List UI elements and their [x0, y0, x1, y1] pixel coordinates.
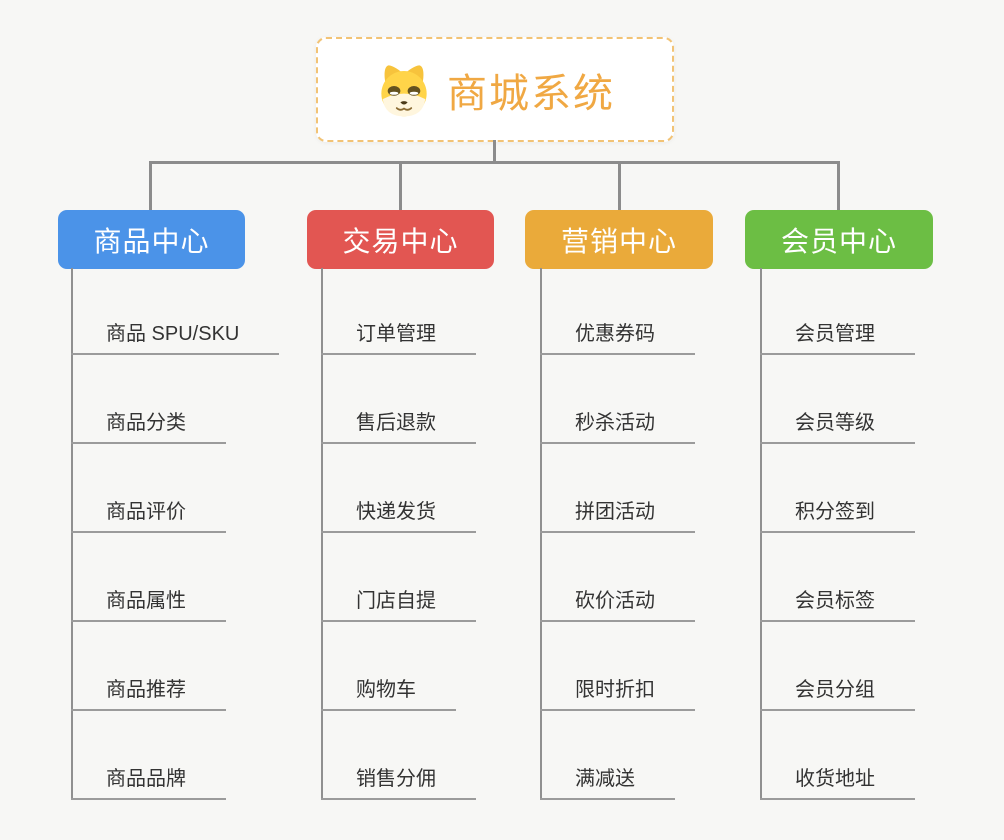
branch-node-trade-center[interactable]: 交易中心 — [307, 210, 494, 269]
leaf-node[interactable]: 拼团活动 — [540, 498, 695, 533]
connector-drop-3 — [618, 161, 621, 210]
leaf-node[interactable]: 售后退款 — [321, 409, 476, 444]
root-node[interactable]: 商城系统 — [316, 37, 674, 142]
connector-spine-3 — [540, 268, 542, 799]
leaf-node[interactable]: 商品推荐 — [71, 676, 226, 711]
leaf-node[interactable]: 门店自提 — [321, 587, 476, 622]
leaf-node[interactable]: 销售分佣 — [321, 765, 476, 800]
leaf-node[interactable]: 会员等级 — [760, 409, 915, 444]
connector-bus — [149, 161, 840, 164]
leaf-node[interactable]: 限时折扣 — [540, 676, 695, 711]
leaf-node[interactable]: 商品属性 — [71, 587, 226, 622]
leaf-node[interactable]: 砍价活动 — [540, 587, 695, 622]
leaf-node[interactable]: 订单管理 — [321, 320, 476, 355]
connector-spine-1 — [71, 268, 73, 799]
leaf-node[interactable]: 购物车 — [321, 676, 456, 711]
leaf-node[interactable]: 快递发货 — [321, 498, 476, 533]
connector-spine-2 — [321, 268, 323, 799]
leaf-node[interactable]: 收货地址 — [760, 765, 915, 800]
connector-drop-4 — [837, 161, 840, 210]
branch-node-product-center[interactable]: 商品中心 — [58, 210, 245, 269]
leaf-node[interactable]: 会员标签 — [760, 587, 915, 622]
leaf-node[interactable]: 优惠券码 — [540, 320, 695, 355]
dog-face-icon — [375, 62, 433, 118]
branch-node-marketing-center[interactable]: 营销中心 — [525, 210, 713, 269]
leaf-node[interactable]: 商品 SPU/SKU — [71, 320, 280, 355]
leaf-node[interactable]: 满减送 — [540, 765, 675, 800]
branch-node-member-center[interactable]: 会员中心 — [745, 210, 933, 269]
leaf-node[interactable]: 秒杀活动 — [540, 409, 695, 444]
connector-root-drop — [493, 140, 496, 163]
leaf-node[interactable]: 会员管理 — [760, 320, 915, 355]
root-title: 商城系统 — [447, 71, 615, 116]
leaf-node[interactable]: 会员分组 — [760, 676, 915, 711]
connector-drop-2 — [399, 161, 402, 210]
connector-drop-1 — [149, 161, 152, 210]
leaf-node[interactable]: 积分签到 — [760, 498, 915, 533]
leaf-node[interactable]: 商品品牌 — [71, 765, 226, 800]
leaf-node[interactable]: 商品分类 — [71, 409, 226, 444]
leaf-node[interactable]: 商品评价 — [71, 498, 226, 533]
connector-spine-4 — [760, 268, 762, 799]
